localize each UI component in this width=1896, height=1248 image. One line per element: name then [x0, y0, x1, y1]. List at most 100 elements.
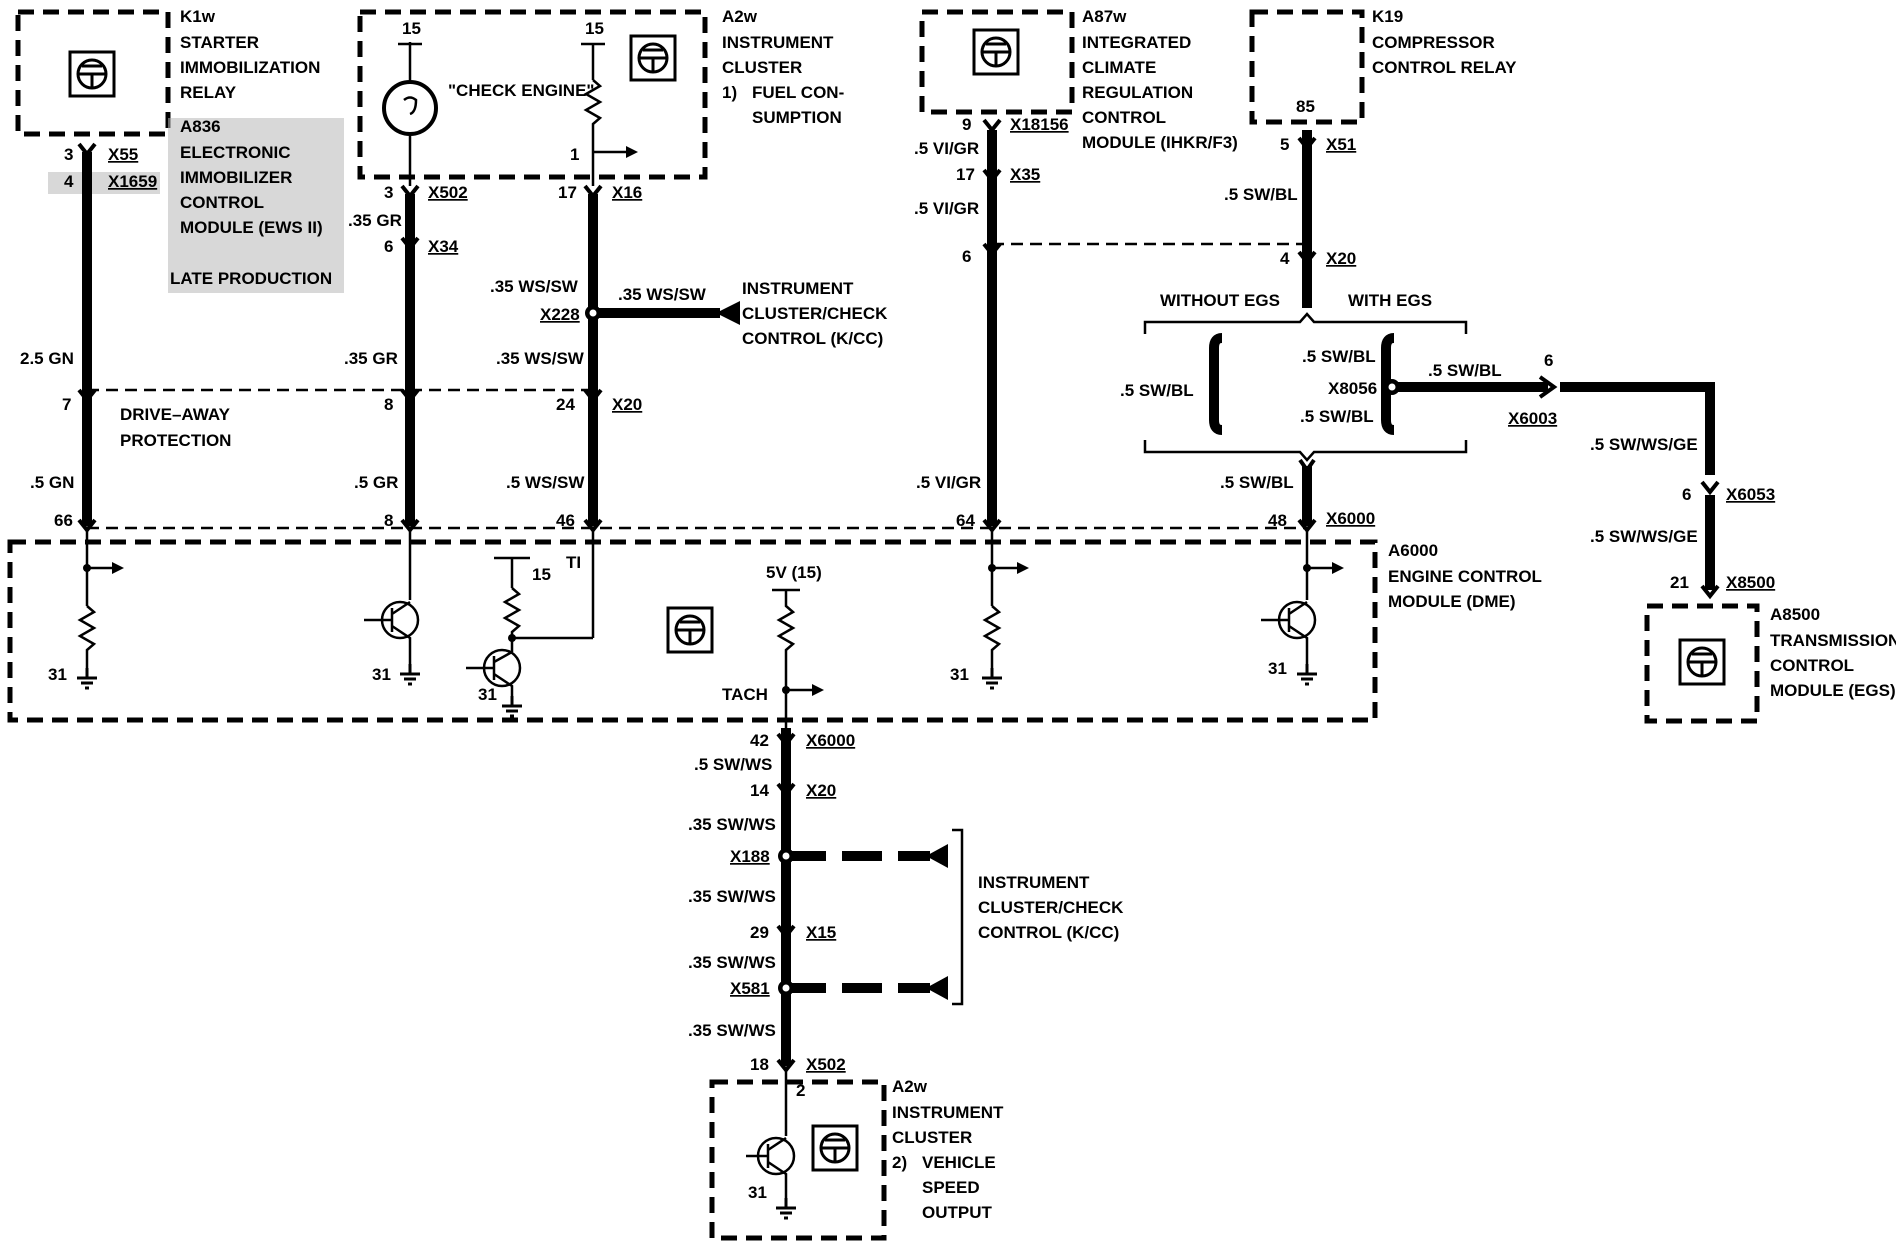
- pin-29: 29: [750, 923, 769, 942]
- conn-x6000a: X6000: [1326, 509, 1375, 528]
- wire-label-5: .5 GR: [354, 473, 398, 492]
- wire-label-4: .35 GR: [344, 349, 398, 368]
- pin-6b: 6: [962, 247, 971, 266]
- conn-x8500: X8500: [1726, 573, 1775, 592]
- wire-label-22: .35 SW/WS: [688, 815, 776, 834]
- dme-48-ground-icon: [1295, 662, 1319, 686]
- a87w-line1: INTEGRATED: [1082, 33, 1191, 52]
- conn-x16: X16: [612, 183, 642, 202]
- a836-shade-pin: [48, 172, 160, 194]
- a8500-icon: [1678, 638, 1726, 686]
- conn-x18156: X18156: [1010, 115, 1069, 134]
- pin-64: 64: [956, 511, 975, 530]
- a6000-box: [7, 539, 1378, 723]
- protection-label: PROTECTION: [120, 431, 231, 450]
- a836-line1: ELECTRONIC: [180, 143, 291, 162]
- dme-64-tap-arrow: [1017, 562, 1029, 574]
- with-egs-label: WITH EGS: [1348, 291, 1432, 310]
- kcc-lower-bracket: [952, 828, 964, 1006]
- wire-label-25: .35 SW/WS: [688, 1021, 776, 1040]
- pin-8: 8: [384, 395, 393, 414]
- wire-label-1: 2.5 GN: [20, 349, 74, 368]
- conn-x55: X55: [108, 145, 138, 164]
- splice-x228-inner: [589, 309, 597, 317]
- wire-label-17: .5 SW/BL: [1428, 361, 1502, 380]
- pin-3: 3: [64, 145, 73, 164]
- conn-x6003: X6003: [1508, 409, 1557, 428]
- pin-6: 6: [384, 237, 393, 256]
- a2w-top-box: [357, 9, 708, 180]
- dme-8-transistor-leads: [364, 600, 412, 664]
- check-engine-label: "CHECK ENGINE": [448, 81, 594, 100]
- dme-48-transistor-leads: [1261, 600, 1309, 664]
- a2w-top-note2: SUMPTION: [752, 108, 842, 127]
- conn-x15: X15: [806, 923, 836, 942]
- wire-label-13: .5 SW/BL: [1224, 185, 1298, 204]
- dme-46-ground-icon: [500, 694, 524, 718]
- conn-x6053: X6053: [1726, 485, 1775, 504]
- a87w-line4: CONTROL: [1082, 108, 1166, 127]
- pin-5: 5: [1280, 135, 1289, 154]
- a87w-icon: [972, 28, 1020, 76]
- dme-64-node: [988, 564, 996, 572]
- pin-15c: 15: [532, 565, 551, 584]
- wire-label-3: .35 GR: [348, 211, 402, 230]
- drive-away-label: DRIVE–AWAY: [120, 405, 231, 424]
- a2w-top-note-num: 1): [722, 83, 737, 102]
- conn-x34: X34: [428, 237, 459, 256]
- wire-label-18: .5 SW/BL: [1220, 473, 1294, 492]
- check-engine-filament-icon: [403, 96, 418, 116]
- wire-label-20: .5 SW/WS/GE: [1590, 527, 1698, 546]
- pin-x6053: [1700, 480, 1720, 494]
- wire-label-23: .35 SW/WS: [688, 887, 776, 906]
- dme-48-node: [1303, 564, 1311, 572]
- pin-1: 1: [570, 145, 579, 164]
- pin-17: 17: [558, 183, 577, 202]
- k19-box: [1249, 9, 1365, 125]
- kcc-mid-line3: CONTROL (K/CC): [742, 329, 883, 348]
- a2w-bot-box: [709, 1079, 887, 1241]
- k1w-line3: RELAY: [180, 83, 237, 102]
- k1w-box: [15, 9, 171, 137]
- kcc-mid-line2: CLUSTER/CHECK: [742, 304, 888, 323]
- a8500-line2: CONTROL: [1770, 656, 1854, 675]
- dme-46-resistor-icon: [502, 587, 522, 652]
- wire-label-19: .5 SW/WS/GE: [1590, 435, 1698, 454]
- kcc-mid-line1: INSTRUMENT: [742, 279, 854, 298]
- pin-24: 24: [556, 395, 575, 414]
- a87w-box: [919, 9, 1075, 115]
- conn-x20a: X20: [612, 395, 642, 414]
- a8500-id: A8500: [1770, 605, 1820, 624]
- a836-line4: MODULE (EWS II): [180, 218, 323, 237]
- k19-line1: COMPRESSOR: [1372, 33, 1495, 52]
- a6000-line1: ENGINE CONTROL: [1388, 567, 1542, 586]
- pin-66: 66: [54, 511, 73, 530]
- pin-7: 7: [62, 395, 71, 414]
- conn-x228: X228: [540, 305, 580, 324]
- a8500-line3: MODULE (EGS): [1770, 681, 1896, 700]
- pin-6d: 6: [1682, 485, 1691, 504]
- wire-label-2: .5 GN: [30, 473, 74, 492]
- conn-x6000b: X6000: [806, 731, 855, 750]
- wire-label-10: .5 VI/GR: [914, 139, 979, 158]
- a2w-top-line2: CLUSTER: [722, 58, 802, 77]
- pin-42: 42: [750, 731, 769, 750]
- ground-31e: 31: [1268, 659, 1287, 678]
- a6000-id: A6000: [1388, 541, 1438, 560]
- k1w-line2: IMMOBILIZATION: [180, 58, 320, 77]
- ground-31f: 31: [748, 1183, 767, 1202]
- wire-label-11: .5 VI/GR: [914, 199, 979, 218]
- a836-shade: [168, 118, 344, 293]
- ground-31c: 31: [478, 685, 497, 704]
- pin-x502a: [400, 184, 420, 198]
- a2w-top-note1: FUEL CON-: [752, 83, 844, 102]
- dme-64-resistor-icon: [982, 605, 1002, 668]
- a2w-bot-note1: VEHICLE: [922, 1153, 996, 1172]
- wire-sw-ws-ge: [1560, 382, 1715, 475]
- pin-18: 18: [750, 1055, 769, 1074]
- egs-bracket-top: [1143, 312, 1468, 334]
- conn-x1659: X1659: [108, 172, 157, 191]
- dme-66-ground-icon: [75, 666, 99, 690]
- wire-label-7: .35 WS/SW: [618, 285, 707, 304]
- k1w-line1: STARTER: [180, 33, 259, 52]
